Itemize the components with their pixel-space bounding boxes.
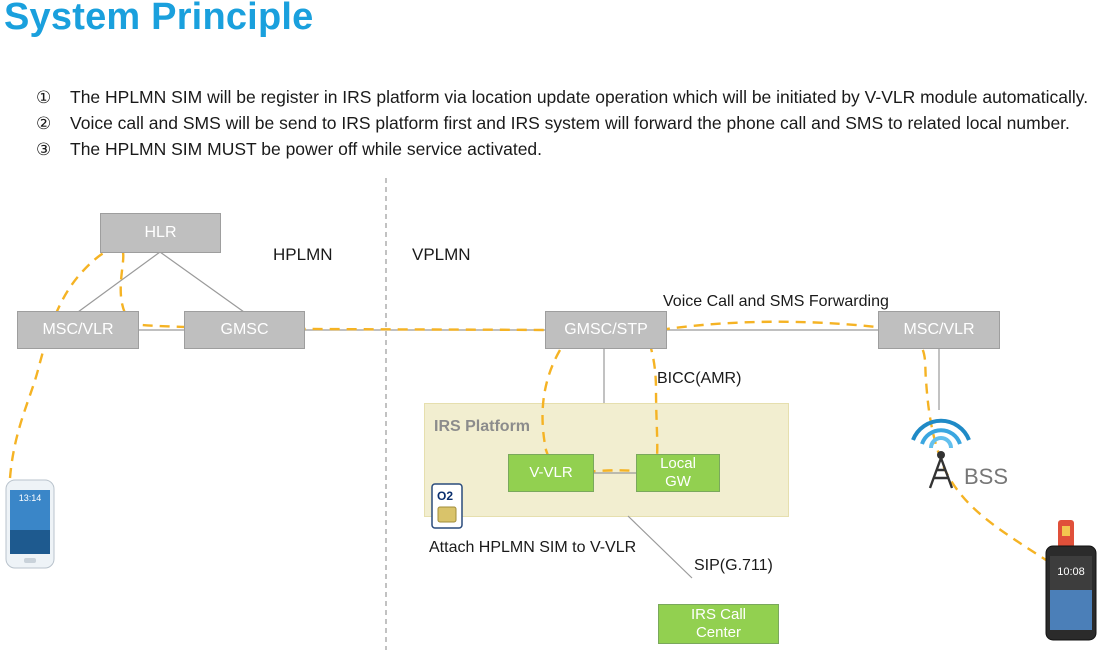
attach-label: Attach HPLMN SIM to V-VLR: [429, 539, 637, 556]
item-number: ③: [36, 140, 52, 159]
signal-path: [8, 246, 1047, 562]
vplmn-label: VPLMN: [412, 245, 471, 264]
irs-platform-title: IRS Platform: [434, 418, 531, 435]
principle-item: ③ The HPLMN SIM MUST be power off while s…: [36, 138, 1088, 164]
item-text: The HPLMN SIM will be register in IRS pl…: [70, 87, 1089, 107]
path-visited: [659, 320, 1047, 562]
path-home: [8, 246, 546, 479]
path-platform-loop: [541, 341, 659, 474]
htc-clock: 10:08: [1057, 566, 1085, 578]
link-hlr-msc: [77, 251, 161, 313]
home-msc-vlr-node: MSC/VLR: [17, 311, 139, 349]
principle-item: ② Voice call and SMS will be send to IRS …: [36, 112, 1088, 138]
link-platform-sip: [627, 515, 693, 579]
bicc-label: BICC(AMR): [657, 370, 742, 387]
o2-sim-card-icon: O2: [431, 483, 463, 529]
slide-title: System Principle: [4, 0, 314, 38]
local-gw-node: Local GW: [636, 454, 720, 492]
item-number: ①: [36, 88, 52, 107]
sim-logo: O2: [437, 489, 453, 503]
item-number: ②: [36, 114, 52, 133]
vvlr-node: V-VLR: [508, 454, 594, 492]
visited-msc-vlr-node: MSC/VLR: [878, 311, 1000, 349]
hlr-node: HLR: [100, 213, 221, 253]
item-text: The HPLMN SIM MUST be power off while se…: [70, 139, 543, 159]
gmsc-stp-node: GMSC/STP: [545, 311, 667, 349]
forwarding-label: Voice Call and SMS Forwarding: [663, 293, 889, 310]
link-hlr-gmsc: [159, 251, 245, 313]
sip-label: SIP(G.711): [694, 557, 773, 574]
hplmn-label: HPLMN: [273, 245, 333, 264]
principle-list: ① The HPLMN SIM will be register in IRS p…: [36, 86, 1088, 164]
irs-call-center-node: IRS Call Center: [658, 604, 779, 644]
item-text: Voice call and SMS will be send to IRS p…: [70, 113, 1070, 133]
visited-smartphone-icon: 10:08: [1045, 520, 1097, 641]
bss-tower-icon: [911, 418, 971, 489]
home-gmsc-node: GMSC: [184, 311, 305, 349]
home-smartphone-icon: 13:14: [5, 479, 55, 569]
bss-label: BSS: [964, 464, 1009, 489]
irs-platform-panel: IRS Platform: [424, 403, 789, 517]
principle-item: ① The HPLMN SIM will be register in IRS p…: [36, 86, 1088, 112]
phone-clock: 13:14: [19, 493, 42, 503]
